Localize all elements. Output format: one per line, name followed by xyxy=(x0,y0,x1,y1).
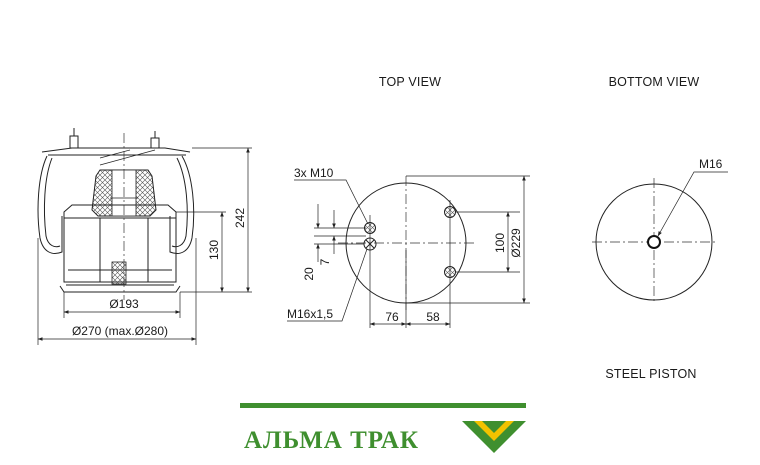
studs-label: 3x M10 xyxy=(294,166,334,180)
top-view: TOP VIEW 3x M10 M16x1,5 20 7 76 xyxy=(287,75,530,328)
logo-top-bar xyxy=(240,403,526,408)
thread-label: M16 xyxy=(699,157,723,171)
thread-hole xyxy=(647,235,661,249)
bellow-left-outer xyxy=(37,155,63,254)
stud-left xyxy=(69,135,79,149)
dim-7-label: 7 xyxy=(318,258,332,265)
dim-100-label: 100 xyxy=(493,233,507,253)
top-view-title: TOP VIEW xyxy=(379,75,441,89)
dim-193-label: Ø193 xyxy=(109,297,139,311)
bellow-right-outer xyxy=(169,155,195,254)
dim-76-label: 76 xyxy=(385,310,399,324)
dim-58-label: 58 xyxy=(426,310,440,324)
dim-270-label: Ø270 (max.Ø280) xyxy=(72,324,168,338)
dim-229-label: Ø229 xyxy=(509,228,523,258)
steel-piston-label: STEEL PISTON xyxy=(605,367,696,381)
stud-right xyxy=(150,137,160,149)
side-section-view: 242 130 Ø193 Ø270 (max.Ø280) xyxy=(37,128,252,345)
dim-242-label: 242 xyxy=(233,208,247,228)
bellow-left-inner xyxy=(43,157,61,248)
bottom-view: BOTTOM VIEW M16 STEEL PISTON xyxy=(592,75,728,381)
bellow-right-inner xyxy=(171,157,188,248)
bottom-view-title: BOTTOM VIEW xyxy=(609,75,700,89)
top-plate-outline xyxy=(41,147,191,153)
dim-130-label: 130 xyxy=(207,240,221,260)
dim-20-label: 20 xyxy=(302,267,316,281)
brand-name: АЛЬМА ТРАК xyxy=(244,427,419,454)
brand-logo: АЛЬМА ТРАК xyxy=(240,403,526,454)
air-fitting-label: M16x1,5 xyxy=(287,307,333,321)
